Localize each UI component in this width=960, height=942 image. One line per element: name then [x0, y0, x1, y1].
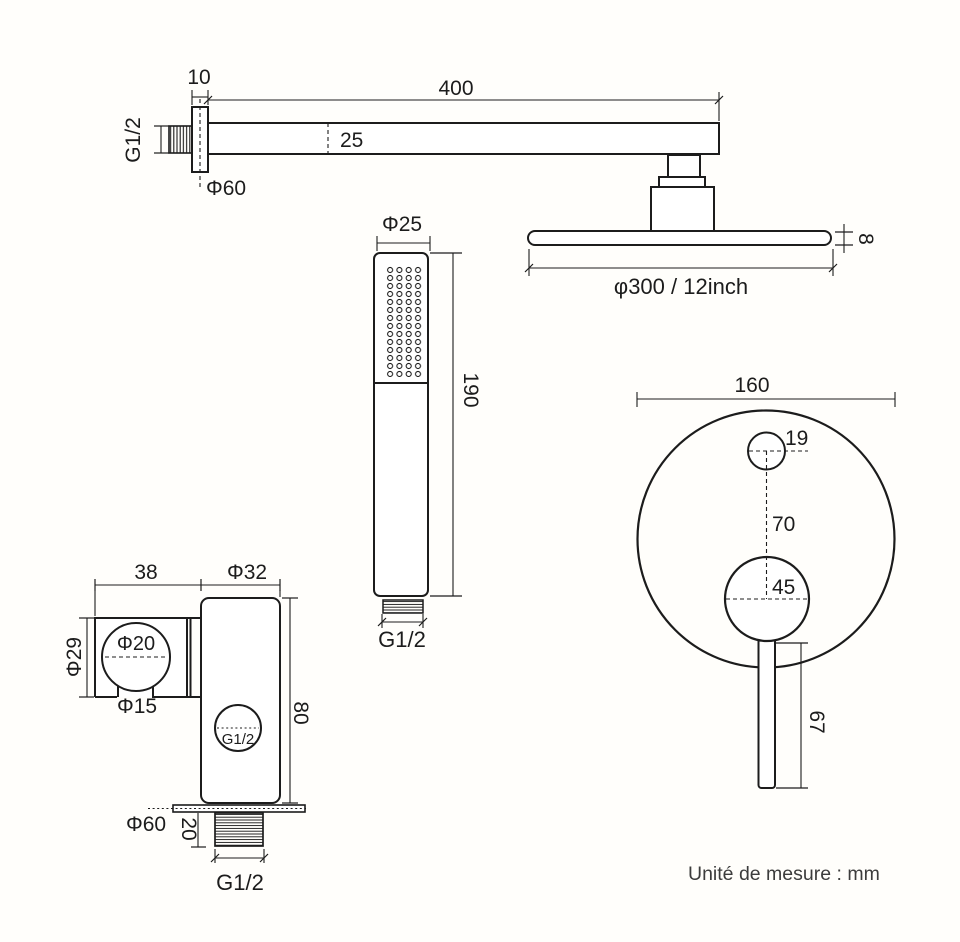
dim-head-thickness-label: 8 — [854, 233, 877, 245]
dim-nipple-height-label: 20 — [177, 817, 200, 840]
holder-bracket — [94, 617, 188, 698]
outlet-thread-nipple — [214, 812, 264, 847]
dim-outlet-port-label: G1/2 — [222, 731, 255, 748]
dim-head-dia-label: φ300 / 12inch — [614, 274, 748, 299]
rain-head-drawing: 8 φ300 / 12inch — [524, 154, 877, 299]
head-dia-ticks — [524, 263, 838, 273]
handshower-spray-face — [385, 266, 424, 377]
dim-bottom-thread-label: G1/2 — [216, 870, 264, 895]
head-neck — [667, 154, 701, 178]
dim-holder-slot-label: Φ15 — [117, 695, 157, 718]
shower-arm-drawing: 400 10 25 G1/2 Φ60 — [122, 66, 724, 200]
dim-holder-width-label: 38 — [134, 561, 157, 584]
dim-mixer-distance-label: 70 — [772, 513, 795, 536]
dim-body-width-label: Φ32 — [227, 561, 267, 584]
outlet-flange — [172, 804, 306, 813]
dim-holder-inner-label: Φ20 — [117, 633, 155, 655]
head-joint-body — [650, 186, 715, 232]
dim-holder-outer-label: Φ29 — [63, 637, 86, 677]
dim-arm-thread-label: G1/2 — [122, 117, 145, 163]
dim-handshower-len-label: 190 — [459, 372, 482, 407]
dim-mixer-dia-label: 160 — [734, 374, 769, 397]
dim-mixer-port-label: 19 — [785, 427, 808, 450]
dim-mixer-base-label: 45 — [772, 576, 795, 599]
wall-outlet-drawing: 38 Φ32 Φ29 Φ20 Φ15 G1/2 80 Φ60 20 G1/2 — [63, 561, 312, 895]
footer-note: Unité de mesure : mm — [688, 863, 880, 885]
outlet-port — [214, 704, 262, 752]
dim-plate-depth-label: 10 — [187, 66, 210, 89]
dim-mixer-lever-label: 67 — [805, 710, 828, 733]
arm-body — [207, 122, 720, 155]
mixer-valve-drawing: 160 19 70 45 67 — [636, 374, 896, 789]
outlet-body — [200, 597, 281, 804]
dim-arm-length-label: 400 — [438, 77, 473, 100]
dim-outlet-flange-label: Φ60 — [126, 813, 166, 836]
dim-handshower-thread-label: G1/2 — [378, 627, 426, 652]
arm-thread-nipple — [168, 125, 193, 154]
bottom-thread-ticks — [210, 853, 269, 863]
dim-handshower-dia-label: Φ25 — [382, 213, 422, 236]
dim-arm-flange-label: Φ60 — [206, 177, 246, 200]
hand-shower-drawing: Φ25 190 G1/2 — [373, 213, 482, 652]
handshower-thread-ticks — [377, 617, 428, 627]
head-collar — [658, 176, 706, 188]
dim-arm-height-label: 25 — [340, 129, 363, 152]
handshower-thread-nipple — [382, 599, 424, 614]
head-disc — [527, 230, 832, 246]
dim-body-height-label: 80 — [289, 701, 312, 724]
